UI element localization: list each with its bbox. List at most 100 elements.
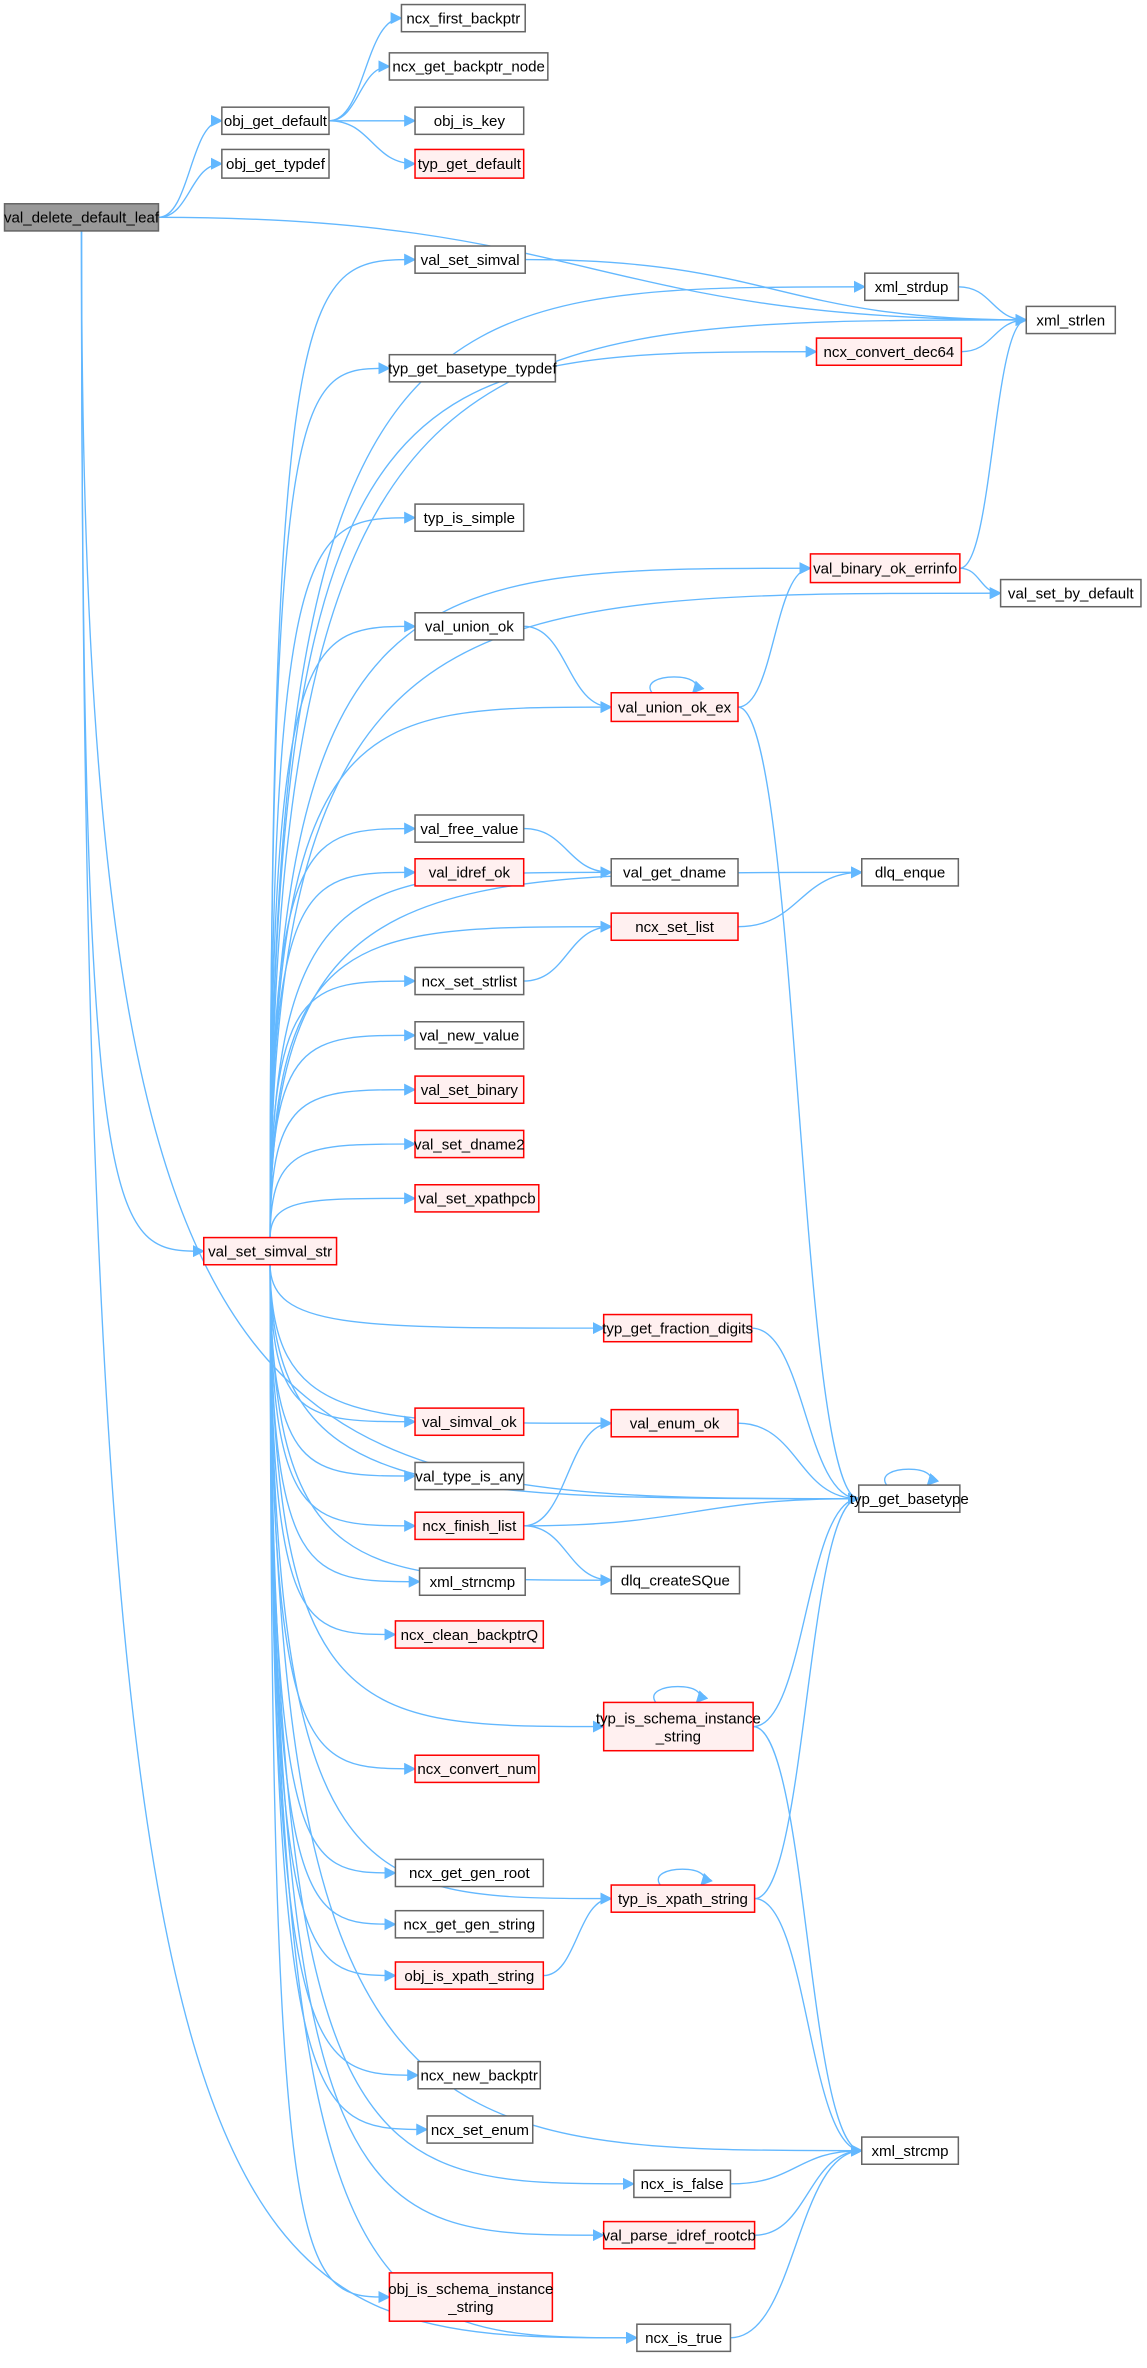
graph-node-val-simval-ok[interactable]: val_simval_ok [414, 1407, 525, 1437]
graph-node-val-free-value[interactable]: val_free_value [414, 814, 525, 843]
node-box [610, 1408, 739, 1438]
graph-node-ncx-set-strlist[interactable]: ncx_set_strlist [414, 966, 525, 996]
graph-node-ncx-first-backptr[interactable]: ncx_first_backptr [400, 3, 526, 33]
graph-node-val-set-xpathpcb[interactable]: val_set_xpathpcb [414, 1183, 540, 1213]
graph-node-typ-get-default[interactable]: typ_get_default [414, 148, 525, 179]
node-label: ncx_get_gen_root [409, 1865, 531, 1882]
graph-node-typ-get-basetype-typdef[interactable]: typ_get_basetype_typdef [388, 353, 557, 383]
node-box [636, 2323, 732, 2353]
graph-node-typ-is-schema-instance-string[interactable]: typ_is_schema_instance_string [596, 1701, 761, 1752]
edge-typ-is-schema-instance-string-to-typ-get-basetype [753, 1492, 860, 1728]
graph-node-obj-is-key[interactable]: obj_is_key [414, 106, 525, 136]
graph-node-ncx-is-true[interactable]: ncx_is_true [636, 2323, 732, 2353]
node-box [414, 1129, 525, 1159]
graph-node-obj-is-schema-instance-string[interactable]: obj_is_schema_instance_string [388, 2272, 554, 2322]
node-box [388, 52, 549, 81]
graph-node-typ-is-simple[interactable]: typ_is_simple [414, 503, 525, 533]
graph-node-val-enum-ok[interactable]: val_enum_ok [610, 1408, 739, 1438]
graph-node-ncx-finish-list[interactable]: ncx_finish_list [414, 1511, 525, 1541]
graph-node-ncx-get-gen-root[interactable]: ncx_get_gen_root [394, 1858, 545, 1888]
graph-node-ncx-clean-backptrQ[interactable]: ncx_clean_backptrQ [394, 1620, 545, 1649]
node-box [610, 691, 739, 723]
graph-node-obj-get-default[interactable]: obj_get_default [221, 106, 330, 136]
graph-node-ncx-get-gen-string[interactable]: ncx_get_gen_string [394, 1909, 545, 1939]
graph-node-val-set-dname2[interactable]: val_set_dname2 [414, 1129, 525, 1159]
edge-val-set-simval-str-to-ncx-get-gen-root [269, 1264, 397, 1879]
graph-node-xml-strdup[interactable]: xml_strdup [864, 272, 960, 302]
node-label: val_set_xpathpcb [418, 1191, 535, 1208]
graph-node-ncx-convert-dec64[interactable]: ncx_convert_dec64 [815, 337, 963, 367]
node-label: val_delete_default_leaf [4, 210, 160, 227]
node-box [417, 2060, 542, 2090]
edge-val-set-simval-to-xml-strlen [525, 258, 1028, 327]
graph-node-val-set-simval-str[interactable]: val_set_simval_str [202, 1236, 338, 1266]
graph-node-val-idref-ok[interactable]: val_idref_ok [414, 858, 525, 887]
edge-typ-get-fraction-digits-to-typ-get-basetype [751, 1327, 860, 1505]
graph-node-root[interactable]: val_delete_default_leaf [3, 203, 160, 232]
graph-node-val-new-value[interactable]: val_new_value [414, 1021, 525, 1050]
edge-ncx-convert-dec64-to-xml-strlen [961, 313, 1028, 353]
node-label: obj_get_typdef [226, 156, 326, 173]
node-box [414, 1511, 525, 1541]
graph-node-val-binary-ok-errinfo[interactable]: val_binary_ok_errinfo [809, 553, 961, 584]
graph-node-ncx-set-enum[interactable]: ncx_set_enum [426, 2115, 534, 2144]
edge-val-set-simval-str-to-ncx-set-list [269, 920, 613, 1238]
edge-typ-is-xpath-string-to-xml-strcmp [754, 1897, 863, 2157]
edge-val-set-simval-str-to-val-idref-ok [269, 866, 417, 1238]
node-box [999, 578, 1142, 608]
edge-val-set-simval-str-to-ncx-convert-dec64 [269, 345, 818, 1238]
graph-node-typ-is-xpath-string[interactable]: typ_is_xpath_string [610, 1884, 756, 1913]
graph-node-typ-get-basetype[interactable]: typ_get_basetype [850, 1484, 969, 1514]
graph-node-dlq-enque[interactable]: dlq_enque [861, 858, 960, 887]
edge-val-set-simval-str-to-val-binary-ok-errinfo [269, 562, 812, 1238]
node-label: ncx_set_strlist [422, 973, 518, 990]
graph-node-ncx-convert-num[interactable]: ncx_convert_num [414, 1754, 540, 1784]
node-label: typ_is_schema_instance [596, 1711, 761, 1728]
node-label: typ_get_basetype [850, 1491, 969, 1508]
node-box [1025, 305, 1117, 335]
node-label: val_union_ok_ex [618, 699, 732, 716]
node-box [414, 1183, 540, 1213]
graph-node-ncx-is-false[interactable]: ncx_is_false [633, 2169, 732, 2199]
graph-node-ncx-get-backptr-node[interactable]: ncx_get_backptr_node [388, 52, 549, 81]
edge-val-set-simval-str-to-xml-strncmp [269, 1264, 421, 1588]
graph-node-dlq-createSQue[interactable]: dlq_createSQue [610, 1565, 741, 1595]
node-label: dlq_enque [875, 865, 945, 882]
graph-node-xml-strncmp[interactable]: xml_strncmp [418, 1567, 526, 1597]
graph-node-obj-get-typdef[interactable]: obj_get_typdef [221, 148, 330, 179]
node-label: val_set_simval [421, 252, 520, 269]
graph-node-ncx-set-list[interactable]: ncx_set_list [610, 912, 739, 942]
edge-root-to-xml-strlen [158, 216, 1028, 327]
graph-node-val-union-ok[interactable]: val_union_ok [414, 612, 525, 641]
graph-node-xml-strcmp[interactable]: xml_strcmp [861, 2136, 960, 2165]
edge-val-set-simval-str-to-val-simval-ok [269, 1264, 417, 1428]
node-label: typ_get_default [418, 156, 522, 173]
node-box [400, 3, 526, 33]
node-label: xml_strcmp [872, 2143, 949, 2160]
graph-node-typ-get-fraction-digits[interactable]: typ_get_fraction_digits [602, 1313, 753, 1343]
graph-node-val-get-dname[interactable]: val_get_dname [610, 858, 739, 887]
node-label: val_set_by_default [1008, 585, 1135, 602]
node-box [388, 2272, 554, 2322]
graph-node-val-type-is-any[interactable]: val_type_is_any [414, 1461, 525, 1491]
graph-node-obj-is-xpath-string[interactable]: obj_is_xpath_string [394, 1961, 545, 1990]
edge-val-set-simval-str-to-ncx-is-true [269, 1264, 639, 2344]
node-label: val_idref_ok [429, 865, 511, 882]
graph-node-val-set-binary[interactable]: val_set_binary [414, 1075, 525, 1105]
graph-node-xml-strlen[interactable]: xml_strlen [1025, 305, 1117, 335]
edge-typ-get-basetype-to-typ-get-basetype [883, 1468, 940, 1486]
node-label: ncx_get_gen_string [404, 1917, 536, 1934]
graph-node-val-union-ok-ex[interactable]: val_union_ok_ex [610, 691, 739, 723]
graph-node-val-parse-idref-rootcb[interactable]: val_parse_idref_rootcb [602, 2220, 756, 2250]
node-label: typ_get_basetype_typdef [388, 361, 557, 378]
edge-val-set-simval-str-to-ncx-set-strlist [269, 974, 417, 1238]
graph-node-val-set-by-default[interactable]: val_set_by_default [999, 578, 1142, 608]
graph-node-val-set-simval[interactable]: val_set_simval [414, 245, 526, 274]
node-box [857, 1484, 961, 1514]
node-label: ncx_finish_list [422, 1518, 517, 1535]
node-box [633, 2169, 732, 2199]
edge-ncx-is-true-to-xml-strcmp [730, 2144, 863, 2339]
node-box [414, 966, 525, 996]
graph-node-ncx-new-backptr[interactable]: ncx_new_backptr [417, 2060, 542, 2090]
node-label: ncx_get_backptr_node [392, 59, 545, 76]
